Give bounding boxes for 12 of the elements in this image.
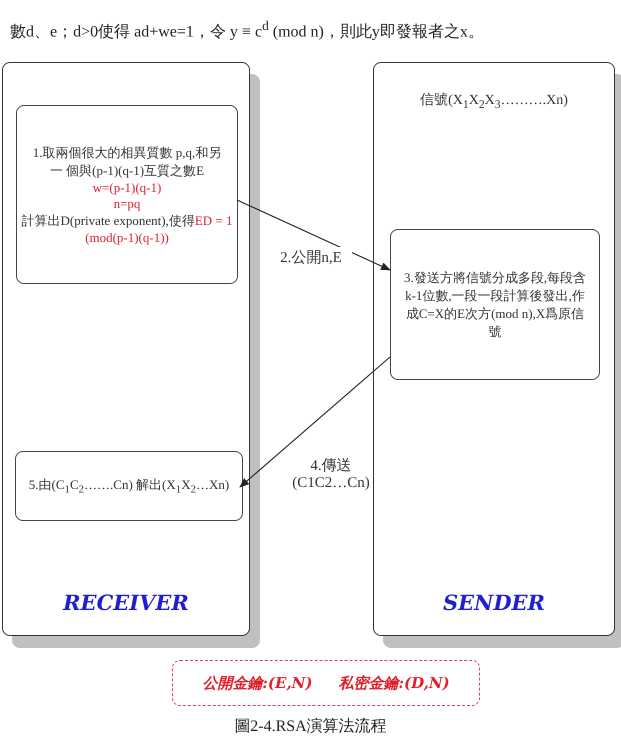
lane-title: RECEIVER (62, 590, 190, 615)
signal-text: 信號(X$_{1}$X$_{2}$X$_{3}$……….Xn) (419, 92, 569, 111)
figure-caption: 圖2-4.RSA演算法流程 (233, 716, 388, 737)
arrow (236, 200, 391, 270)
text-line: 數d、e；d>0使得 ad+we=1，令 y ≡ c$^{d}$ (mod n)，則此y即發報者之x。 (10, 18, 485, 42)
lane-title: SENDER (442, 590, 546, 615)
edge-label: 4.傳送 (C1C2…Cn) (290, 455, 372, 493)
key-box: 公開金鑰:(E,N) 私密金鑰:(D,N) (172, 660, 480, 706)
arrow (239, 356, 390, 488)
process-box: 3.發送方將信號分成多段,每段含k-1位數,一段一段計算後發出,作成C=X的E次方(mod n),X爲原信號 (390, 229, 600, 380)
process-box: 5.由(C$_{1}$C$_{2}$…….Cn) 解出(X$_{1}$X$_{2}$…Xn) (15, 451, 243, 521)
process-box: 1.取兩個很大的相異質數 p,q,和另一 個與(p-1)(q-1)互質之數E w=(p-1)(q-1) n=pq 計算出D(private exponent),使得ED = 1 (mod(p-1)(q-1)) (16, 105, 238, 284)
